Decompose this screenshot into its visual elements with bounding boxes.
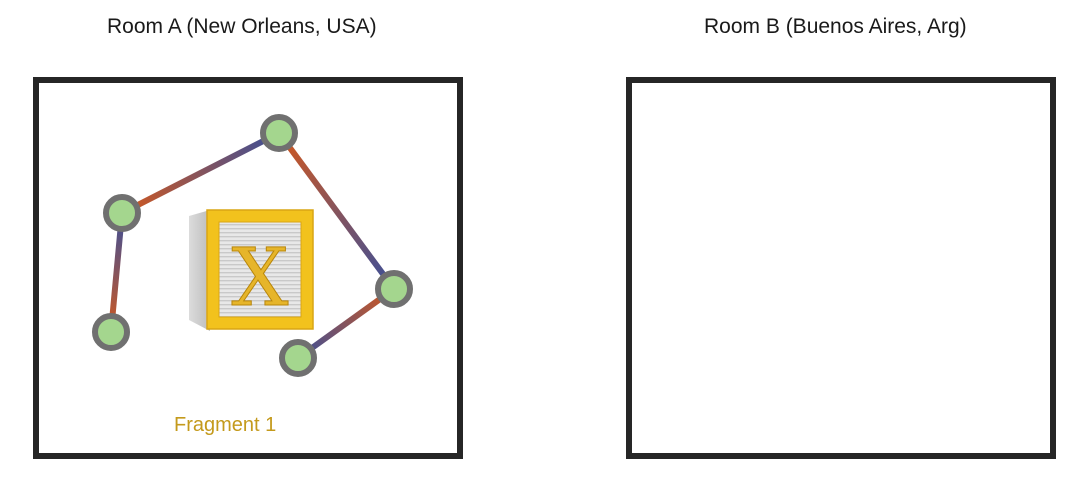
edge-2 bbox=[276, 131, 397, 291]
toy-block-icon: X bbox=[189, 209, 314, 331]
fragment-label: Fragment 1 bbox=[174, 414, 277, 436]
edge-3 bbox=[296, 286, 396, 361]
room-b-title: Room B (Buenos Aires, Arg) bbox=[704, 15, 967, 38]
node-2 bbox=[103, 194, 141, 232]
edge-4 bbox=[108, 212, 125, 333]
edge-1 bbox=[120, 130, 281, 216]
room-b-box bbox=[626, 77, 1056, 459]
node-3 bbox=[375, 270, 413, 308]
node-1 bbox=[260, 114, 298, 152]
block-letter: X bbox=[232, 231, 289, 324]
room-a-title: Room A (New Orleans, USA) bbox=[107, 15, 377, 38]
node-4 bbox=[92, 313, 130, 351]
node-5 bbox=[279, 339, 317, 377]
